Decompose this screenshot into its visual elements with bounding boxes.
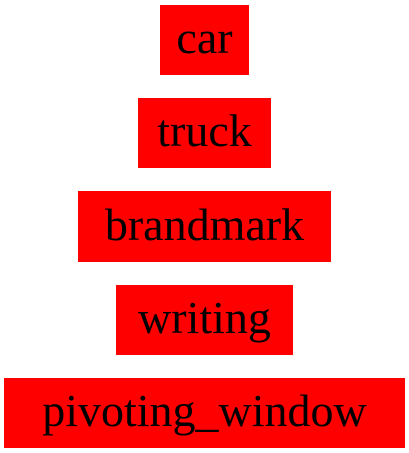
label-text-writing: writing [138,292,271,343]
label-text-pivoting-window: pivoting_window [42,385,367,436]
label-text-truck: truck [157,105,252,156]
label-text-brandmark: brandmark [104,198,305,250]
label-box-truck: truck [138,98,271,168]
label-box-car: car [160,5,249,75]
label-box-pivoting-window: pivoting_window [4,378,405,448]
label-box-writing: writing [116,285,293,355]
label-box-brandmark: brandmark [78,191,331,262]
label-text-car: car [176,12,233,63]
